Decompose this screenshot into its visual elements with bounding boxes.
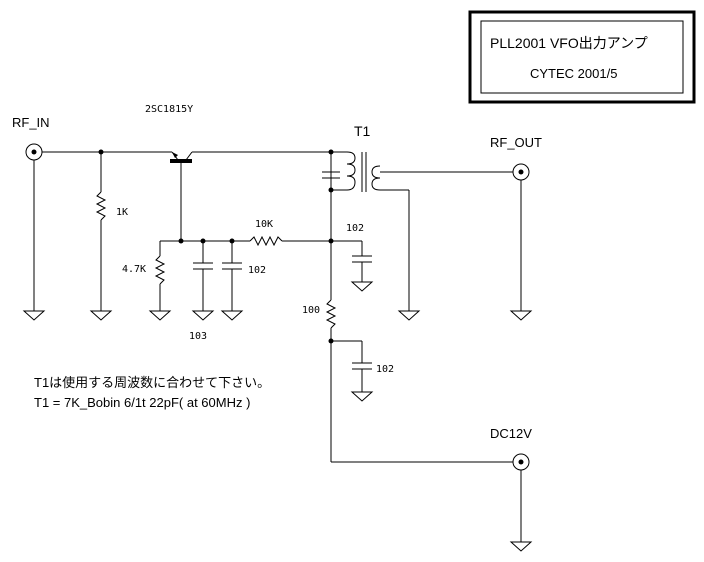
dc12v-label: DC12V xyxy=(490,426,532,441)
transformer-t1 xyxy=(346,151,381,192)
title-text: PLL2001 VFO出力アンプ xyxy=(490,35,648,51)
rf-out-connector xyxy=(512,163,530,181)
rf-in-label: RF_IN xyxy=(12,115,50,130)
c-103-label: 103 xyxy=(189,331,207,342)
rf-out-label: RF_OUT xyxy=(490,135,542,150)
c-102-collector-label: 102 xyxy=(346,223,364,234)
resistor-100 xyxy=(325,299,337,329)
author-text: CYTEC 2001/5 xyxy=(530,66,617,81)
c-102-decoupling-label: 102 xyxy=(376,364,394,375)
ground-symbol xyxy=(350,281,374,292)
ground-symbol xyxy=(89,310,113,321)
r-10k-label: 10K xyxy=(255,219,273,230)
ground-symbol xyxy=(509,541,533,552)
r-1k-label: 1K xyxy=(116,207,128,218)
ground-symbol xyxy=(509,310,533,321)
ground-symbol xyxy=(148,310,172,321)
t1-label: T1 xyxy=(354,123,371,139)
transistor-2sc1815y xyxy=(170,151,193,163)
r-100-label: 100 xyxy=(302,305,320,316)
ground-symbol xyxy=(350,391,374,402)
transistor-label: 2SC1815Y xyxy=(145,104,193,115)
ground-symbol xyxy=(220,310,244,321)
resistor-1k xyxy=(95,191,107,221)
dc12v-connector xyxy=(512,453,530,471)
note-line-2: T1 = 7K_Bobin 6/1t 22pF( at 60MHz ) xyxy=(34,395,250,410)
resistor-4k7 xyxy=(154,255,166,285)
title-block: PLL2001 VFO出力アンプ CYTEC 2001/5 xyxy=(468,10,696,104)
resistor-10k xyxy=(249,235,283,247)
c-102-base-label: 102 xyxy=(248,265,266,276)
note-line-1: T1は使用する周波数に合わせて下さい。 xyxy=(34,375,270,390)
ground-symbol xyxy=(191,310,215,321)
rf-in-connector xyxy=(25,143,43,161)
r-4k7-label: 4.7K xyxy=(122,264,146,275)
ground-symbol xyxy=(22,310,46,321)
ground-symbol xyxy=(397,310,421,321)
